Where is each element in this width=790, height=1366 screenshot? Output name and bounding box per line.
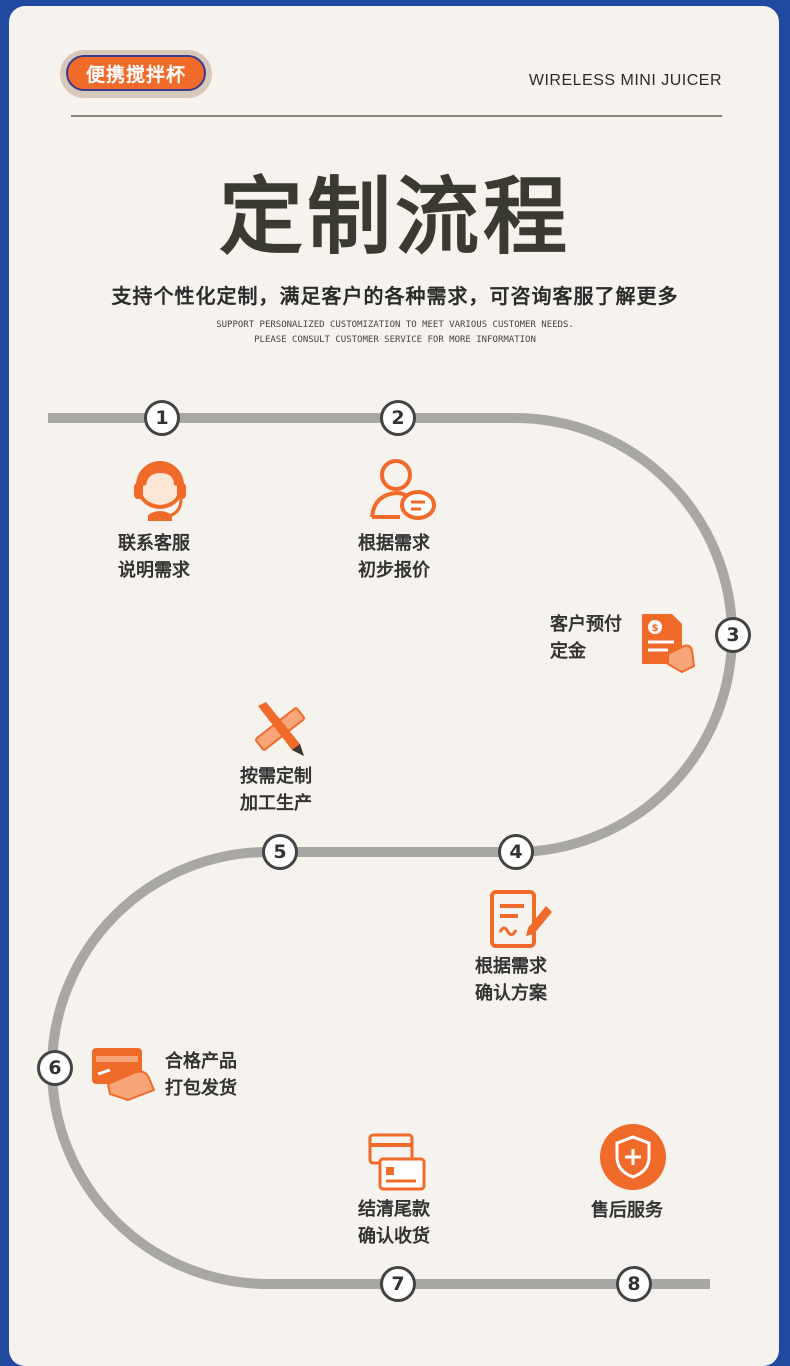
step-2-label: 根据需求 初步报价 [358,533,430,581]
step-6-label: 合格产品 打包发货 [165,1051,237,1099]
pencil-ruler-icon [255,702,305,756]
step-2-number: 2 [380,400,416,436]
step-4-label: 根据需求 确认方案 [475,956,547,1004]
badge-label: 便携搅拌杯 [66,55,206,91]
page-subtitle: 支持个性化定制，满足客户的各种需求，可咨询客服了解更多 [111,284,679,308]
headset-agent-icon [134,461,186,521]
step-3-label: 客户预付 定金 [550,614,622,662]
step-7-label: 结清尾款 确认收货 [358,1199,430,1247]
svg-text:$: $ [652,623,659,634]
step-7-number: 7 [380,1266,416,1302]
page-title: 定制流程 [218,168,571,266]
step-5-number: 5 [262,834,298,870]
step-1-label: 联系客服 说明需求 [118,533,190,581]
step-5-label: 按需定制 加工生产 [240,766,312,814]
brand-name: WIRELESS MINI JUICER [528,72,722,89]
step-3-number: 3 [715,617,751,653]
step-8-label: 售后服务 [591,1200,663,1221]
document-edit-icon [490,890,552,948]
shield-plus-icon [600,1124,666,1190]
user-chat-icon [370,459,436,520]
deposit-document-icon: $ [642,614,696,674]
product-badge: 便携搅拌杯 [60,50,212,98]
english-subtitle-line-2: PLEASE CONSULT CUSTOMER SERVICE FOR MORE… [254,335,536,345]
english-subtitle-line-1: SUPPORT PERSONALIZED CUSTOMIZATION TO ME… [216,320,574,330]
step-1-number: 1 [144,400,180,436]
bank-card-icon [368,1133,426,1191]
step-6-number: 6 [37,1050,73,1086]
step-8-number: 8 [616,1266,652,1302]
header-divider [71,115,722,117]
step-4-number: 4 [498,834,534,870]
card-hand-icon [92,1048,156,1102]
